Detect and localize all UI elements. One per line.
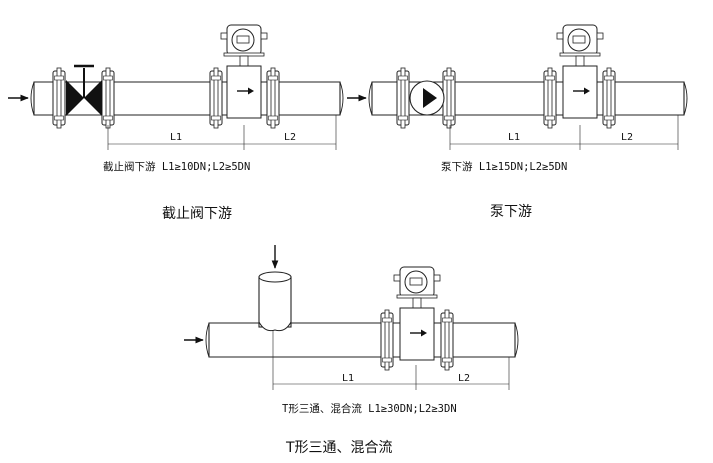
flowmeter-icon [220,24,268,119]
gate-valve-icon [66,64,102,116]
dim-l2-tee: L2 [458,373,470,384]
caption-tee: T形三通、混合流 [285,440,393,456]
dim-l2-pump: L2 [621,132,633,143]
tee-junction-icon [258,245,292,332]
note-tee: T形三通、混合流 L1≥30DN;L2≥3DN [282,402,457,415]
flowmeter-icon [556,24,604,119]
dim-l1-pump: L1 [508,132,520,143]
caption-valve: 截止阀下游 [162,206,232,222]
note-valve: 截止阀下游 L1≥10DN;L2≥5DN [103,160,250,173]
dim-l1-valve: L1 [170,132,182,143]
flowmeter-icon [393,266,441,361]
panel-pump: L1 L2 泵下游 L1≥15DN;L2≥5DN 泵下游 [347,24,688,220]
dim-l2-valve: L2 [284,132,296,143]
caption-pump: 泵下游 [490,204,532,220]
dim-l1-tee: L1 [342,373,354,384]
panel-valve: L1 L2 截止阀下游 L1≥10DN;L2≥5DN 截止阀下游 [8,24,344,222]
panel-tee: L1 L2 T形三通、混合流 L1≥30DN;L2≥3DN T形三通、混合流 [184,245,519,456]
pump-icon [409,80,445,116]
note-pump: 泵下游 L1≥15DN;L2≥5DN [441,160,567,173]
